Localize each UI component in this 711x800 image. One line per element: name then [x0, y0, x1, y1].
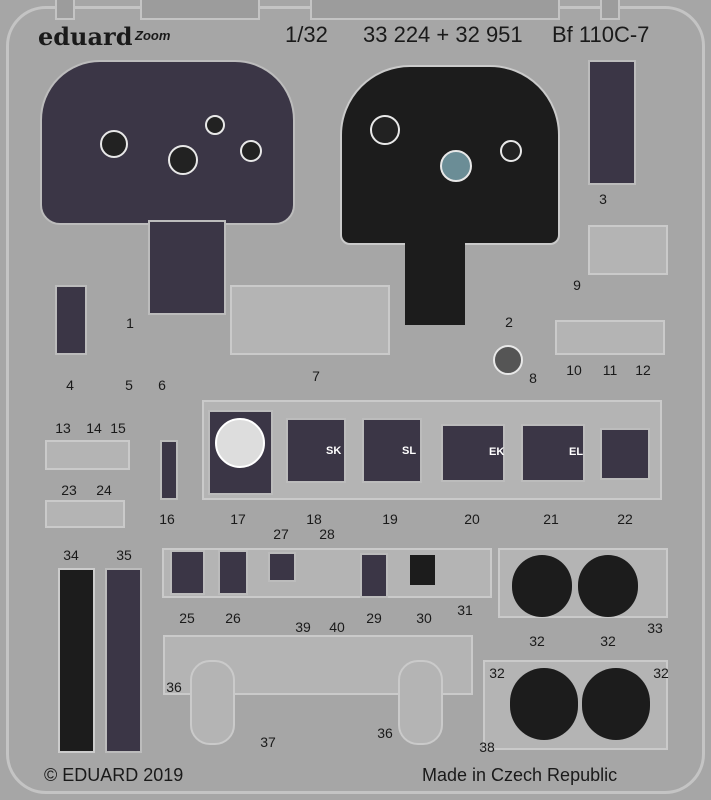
- part-18-panel: SK: [286, 418, 346, 483]
- part-number: 21: [543, 511, 559, 527]
- part-27: [268, 552, 296, 582]
- part-number: 12: [635, 362, 651, 378]
- part-number: 14: [86, 420, 102, 436]
- part-number: 38: [479, 739, 495, 755]
- part-number: 25: [179, 610, 195, 626]
- part-number: 40: [329, 619, 345, 635]
- part-34-panel: [58, 568, 95, 753]
- part-35-panel: [105, 568, 142, 753]
- part-4-panel: [55, 285, 87, 355]
- part-number: 36: [377, 725, 393, 741]
- part-32-gauge-cluster: [582, 668, 650, 740]
- sprue-tab: [600, 0, 620, 20]
- part-8-gauge: [493, 345, 523, 375]
- part-26: [218, 550, 248, 595]
- parts-13-15: [45, 440, 130, 470]
- part-16: [160, 440, 178, 500]
- part-36-rudder-pedal: [190, 660, 235, 745]
- set-numbers: 33 224 + 32 951: [363, 22, 523, 47]
- part-number: 32: [529, 633, 545, 649]
- part-number: 24: [96, 482, 112, 498]
- part-36-rudder-pedal: [398, 660, 443, 745]
- part-number: 15: [110, 420, 126, 436]
- sprue-tab: [310, 0, 560, 20]
- gauge-icon: [370, 115, 400, 145]
- model-name: Bf 110C-7: [552, 22, 650, 47]
- part-number: 31: [457, 602, 473, 618]
- part-32-gauge-cluster: [510, 668, 578, 740]
- part-19-panel: SL: [362, 418, 422, 483]
- sk-label: SK: [326, 445, 342, 457]
- part-number: 8: [529, 370, 537, 386]
- part-number: 28: [319, 526, 335, 542]
- gauge-icon: [500, 140, 522, 162]
- part-number: 32: [653, 665, 669, 681]
- brand-logo: eduard: [38, 22, 133, 51]
- part-number: 2: [505, 314, 513, 330]
- part-2-lower-panel: [405, 240, 465, 325]
- part-number: 13: [55, 420, 71, 436]
- parts-25-31-strip: [162, 548, 492, 598]
- gauge-icon: [100, 130, 128, 158]
- part-number: 23: [61, 482, 77, 498]
- part-number: 36: [166, 679, 182, 695]
- parts-23-24: [45, 500, 125, 528]
- part-number: 11: [602, 362, 618, 378]
- gauge-icon: [205, 115, 225, 135]
- part-21-panel: EL: [521, 424, 585, 482]
- part-3-panel: [588, 60, 636, 185]
- part-number: 32: [489, 665, 505, 681]
- part-number: 37: [260, 734, 276, 750]
- parts-10-12: [555, 320, 665, 355]
- part-number: 39: [295, 619, 311, 635]
- copyright-text: © EDUARD 2019: [44, 765, 184, 785]
- part-number: 19: [382, 511, 398, 527]
- scale-label: 1/32: [285, 22, 328, 47]
- el-label: EL: [569, 446, 584, 458]
- part-number: 4: [66, 377, 74, 393]
- part-number: 17: [230, 511, 246, 527]
- gauge-icon: [240, 140, 262, 162]
- parts-17-22-strip: [202, 400, 662, 500]
- part-number: 9: [573, 277, 581, 293]
- gauge-icon: [168, 145, 198, 175]
- part-32-gauge-cluster: [578, 555, 638, 617]
- sprue-tab: [55, 0, 75, 20]
- part-29: [360, 553, 388, 598]
- part-number: 26: [225, 610, 241, 626]
- part-7-bracket: [230, 285, 390, 355]
- part-number: 29: [366, 610, 382, 626]
- part-number: 30: [416, 610, 432, 626]
- part-number: 10: [566, 362, 582, 378]
- ek-label: EK: [489, 446, 505, 458]
- zoom-logo: Zoom: [135, 28, 171, 43]
- artificial-horizon-icon: [440, 150, 472, 182]
- part-number: 22: [617, 511, 633, 527]
- part-number: 1: [126, 315, 134, 331]
- part-9-levers: [588, 225, 668, 275]
- part-number: 5: [125, 377, 133, 393]
- part-1-lower-panel: [148, 220, 226, 315]
- part-30: [410, 555, 435, 585]
- part-22-panel: [600, 428, 650, 480]
- part-number: 33: [647, 620, 663, 636]
- part-number: 34: [63, 547, 79, 563]
- sl-label: SL: [402, 445, 417, 457]
- part-number: 18: [306, 511, 322, 527]
- part-number: 27: [273, 526, 289, 542]
- part-number: 35: [116, 547, 132, 563]
- part-number: 3: [599, 191, 607, 207]
- part-32-gauge-cluster: [512, 555, 572, 617]
- part-number: 16: [159, 511, 175, 527]
- compass-icon: [215, 418, 265, 468]
- sprue-tab: [140, 0, 260, 20]
- part-number: 7: [312, 368, 320, 384]
- part-20-panel: EK: [441, 424, 505, 482]
- part-25: [170, 550, 205, 595]
- origin-text: Made in Czech Republic: [422, 765, 618, 785]
- part-number: 6: [158, 377, 166, 393]
- part-number: 32: [600, 633, 616, 649]
- part-number: 20: [464, 511, 480, 527]
